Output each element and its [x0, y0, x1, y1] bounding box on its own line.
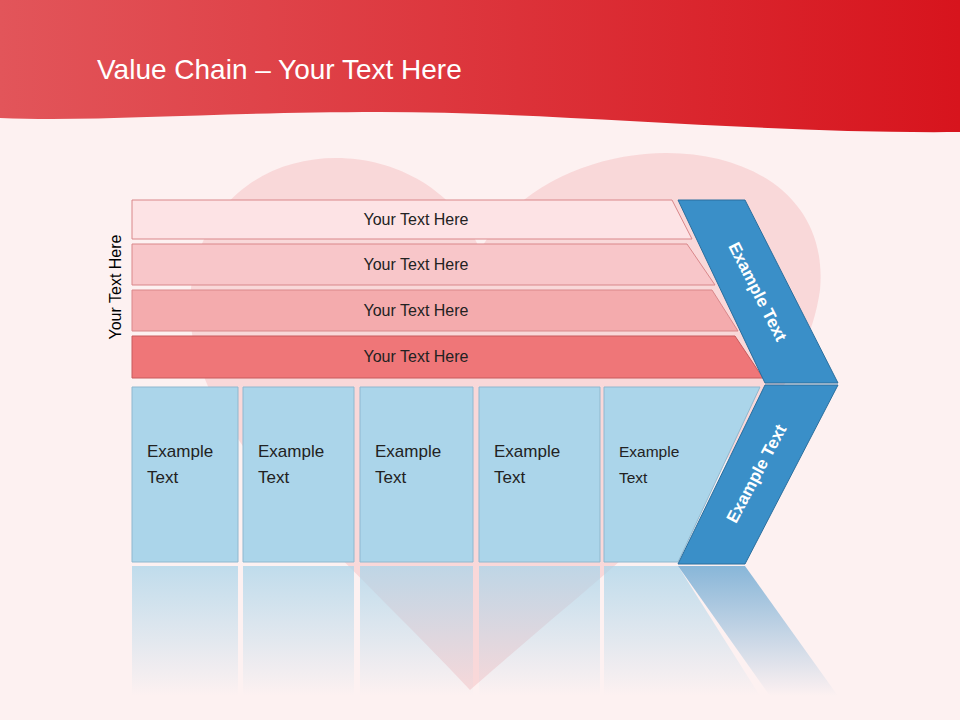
- node-text: Your Text Here: [132, 336, 700, 378]
- support-band: Your Text Here: [132, 244, 715, 285]
- margin-chevron: Example Text: [678, 200, 838, 383]
- node-text: Example Text: [494, 439, 572, 491]
- shape-fill: [678, 385, 838, 564]
- support-band: Your Text Here: [132, 336, 763, 378]
- reflection: [132, 566, 838, 696]
- margin-chevron: Example Text: [678, 385, 838, 564]
- activity-box: Example Text: [479, 387, 600, 562]
- activity-box: Example Text: [360, 387, 473, 562]
- node-text: Example Text: [375, 439, 453, 491]
- node-text: Your Text Here: [132, 200, 700, 239]
- shape-fill: [132, 336, 763, 378]
- activity-box: Example Text: [243, 387, 354, 562]
- shape-fill: [132, 290, 738, 331]
- shape-fill: [243, 387, 354, 562]
- support-band: Your Text Here: [132, 290, 738, 331]
- node-text: Your Text Here: [132, 244, 700, 285]
- node-text: Example Text: [258, 439, 336, 491]
- node-text: Example Text: [619, 439, 697, 491]
- slide-title: Value Chain – Your Text Here: [97, 54, 462, 86]
- shape-fill: [360, 387, 473, 562]
- shape-fill: [479, 387, 600, 562]
- activity-box: Example Text: [132, 387, 238, 562]
- shape-fill: [132, 387, 238, 562]
- support-band: Your Text Here: [132, 200, 692, 239]
- shape-fill: [678, 200, 838, 383]
- header-band: [0, 0, 960, 132]
- axis-label: Your Text Here: [107, 235, 125, 340]
- node-text: Example Text: [147, 439, 225, 491]
- shape-fill: [132, 244, 715, 285]
- node-text: Your Text Here: [132, 290, 700, 331]
